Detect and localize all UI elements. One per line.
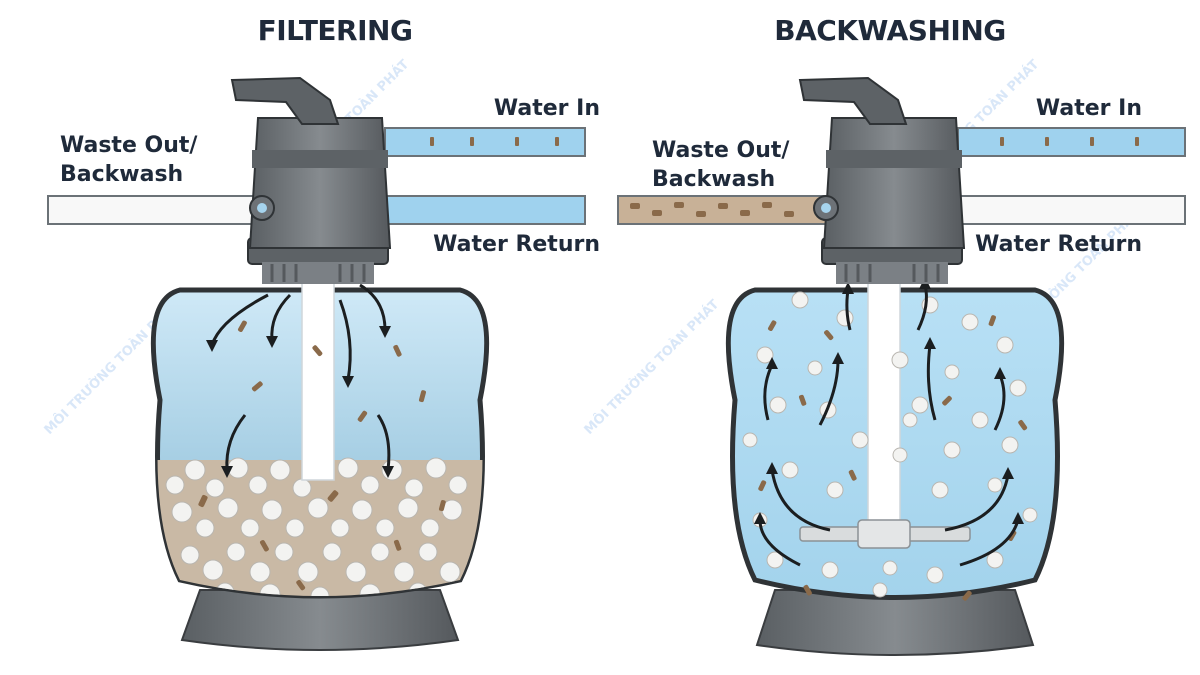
backwashing-title: BACKWASHING [774, 14, 1006, 47]
backwashing-waste-debris [630, 202, 794, 217]
backwashing-water-in-label: Water In [1035, 96, 1142, 121]
filtering-waste-out-line1: Waste Out/ [60, 133, 198, 158]
filtering-valve-body [248, 117, 392, 249]
filtering-waste-out-label: Waste Out/ Backwash [60, 131, 220, 189]
backwashing-water-return-pipe [957, 195, 1186, 225]
filtering-water-return-label: Water Return [433, 232, 600, 257]
filtering-water-in-pipe [384, 127, 586, 157]
filtering-valve-handle [230, 76, 340, 125]
filtering-title: FILTERING [257, 14, 413, 47]
backwashing-diagram [617, 76, 1186, 656]
backwashing-standpipe [867, 281, 901, 538]
backwashing-waste-out-line2: Backwash [652, 167, 776, 192]
backwashing-floating-sand [742, 291, 1038, 598]
filtering-diagram [47, 76, 586, 651]
backwashing-valve-handle [798, 76, 908, 125]
filtering-standpipe [301, 279, 335, 481]
backwashing-waste-pipe [617, 195, 831, 225]
backwashing-tank-base [755, 589, 1035, 656]
filtering-water-return-pipe [384, 195, 586, 225]
backwashing-water-debris [758, 315, 1028, 601]
backwashing-valve-body [822, 117, 966, 249]
filtering-waste-out-line2: Backwash [60, 162, 184, 187]
backwashing-waste-out-label: Waste Out/ Backwash [652, 136, 812, 194]
filtering-water-debris [238, 320, 427, 422]
backwashing-water-return-label: Water Return [975, 232, 1142, 257]
backwashing-inflow-debris [1000, 137, 1139, 146]
filtering-waste-pipe [47, 195, 259, 225]
backwashing-water-in-pipe [957, 127, 1186, 157]
filtering-arrow-heads [206, 326, 394, 478]
filtering-inflow-debris [430, 137, 559, 146]
filtering-tank-base [180, 589, 460, 651]
backwashing-arrow-heads [754, 277, 1024, 524]
backwashing-waste-out-line1: Waste Out/ [652, 138, 790, 163]
filtering-water-in-label: Water In [493, 96, 600, 121]
filtering-sand-bed [153, 457, 487, 596]
